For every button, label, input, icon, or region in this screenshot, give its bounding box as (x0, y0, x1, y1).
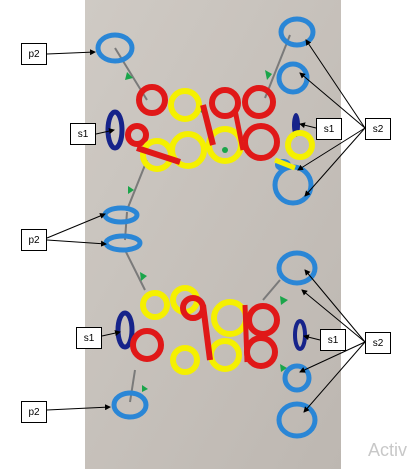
leader-line (305, 39, 366, 129)
red-ring (246, 303, 280, 337)
leader-line (46, 213, 106, 239)
blue-wheel (276, 250, 318, 286)
leader-line (299, 341, 366, 373)
label-s1-top-left: s1 (70, 123, 96, 145)
leader-line (304, 269, 366, 343)
leader-line (304, 127, 366, 197)
red-ring (242, 85, 276, 119)
leader-line (46, 404, 111, 411)
yellow-ring (140, 138, 174, 172)
leader-line (95, 128, 115, 135)
blue-wheel (95, 32, 135, 64)
blue-wheel (278, 16, 316, 48)
leader-line (299, 72, 366, 129)
label-s2-top: s2 (365, 118, 391, 140)
yellow-ring (170, 345, 200, 375)
label-p2-top: p2 (21, 43, 47, 65)
leader-line (301, 289, 366, 343)
leader-line (46, 239, 107, 247)
blue-wheel (276, 61, 310, 95)
dark-blue-wheel (105, 109, 125, 151)
red-ring (209, 87, 241, 119)
label-p2-middle: p2 (21, 229, 47, 251)
label-s2-bottom: s2 (365, 332, 391, 354)
model-photo (85, 0, 341, 469)
label-s1-bottom-right: s1 (320, 329, 346, 351)
label-s1-bottom-left: s1 (76, 327, 102, 349)
leader-line (297, 127, 366, 171)
label-s1-top-right: s1 (316, 118, 342, 140)
yellow-ring (140, 290, 170, 320)
blue-wheel (276, 401, 318, 439)
leader-line (303, 334, 321, 341)
yellow-ring (285, 130, 315, 160)
top-model (95, 16, 316, 241)
red-ring (125, 123, 149, 147)
leader-line (46, 49, 96, 56)
red-ring (136, 84, 168, 116)
leader-line (101, 330, 121, 337)
activation-watermark: Activ (368, 440, 408, 460)
bottom-model (103, 233, 318, 439)
red-ring (242, 123, 280, 161)
yellow-ring (168, 88, 202, 122)
blue-wheel (111, 390, 149, 420)
blue-wheel (282, 363, 312, 393)
red-ring (130, 328, 164, 362)
dark-blue-wheel (115, 310, 135, 350)
leader-line (299, 122, 317, 129)
leader-line (303, 341, 366, 413)
label-p2-bottom: p2 (21, 401, 47, 423)
